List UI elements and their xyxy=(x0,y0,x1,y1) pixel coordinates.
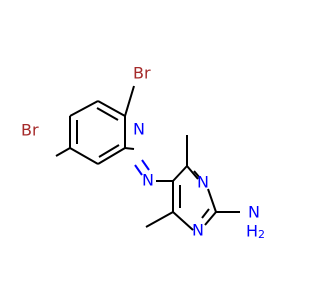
bond-c6-n-azo xyxy=(124,147,135,150)
bond-benzene-inner-1 xyxy=(96,107,119,121)
bond-n-n-azo-2 xyxy=(134,164,143,176)
molecule-canvas: Br Br N N N N N H 2 xyxy=(21,63,265,242)
atom-n-ring-upper: N xyxy=(197,173,209,192)
bond-c1-br-top xyxy=(124,85,135,117)
bond-n-n-azo-1 xyxy=(141,159,150,171)
bond-benzene-c1-c2 xyxy=(97,100,126,117)
bond-pyr-inner-3 xyxy=(201,208,210,219)
bond-pyr-c4-n3 xyxy=(186,165,199,180)
bond-methyl-lower xyxy=(145,211,174,228)
atom-nh2-h: H xyxy=(246,222,258,241)
atom-n-azo-lower: N xyxy=(142,171,154,190)
atom-n-ring-lower: N xyxy=(192,221,204,240)
atom-br-top: Br xyxy=(133,64,151,83)
atom-n-azo-upper: N xyxy=(133,120,145,139)
bond-pyr-n1-c6 xyxy=(172,211,194,231)
atom-nh2-n: N xyxy=(248,203,260,222)
bond-pyr-c2-n1 xyxy=(204,211,217,226)
bond-pyr-inner-2 xyxy=(193,170,201,179)
bond-benzene-c4-c5 xyxy=(69,147,99,165)
bond-benzene-c2-c3 xyxy=(69,100,99,117)
atom-nh2-subscript: 2 xyxy=(258,228,265,241)
bond-benzene-c5-c6 xyxy=(97,147,126,165)
molecule-structure: Br Br N N N N N H 2 xyxy=(21,64,265,242)
bond-c4-br-left xyxy=(55,147,71,157)
bond-pyr-c5-c4 xyxy=(172,165,188,182)
atom-br-left: Br xyxy=(21,121,39,140)
amino-group: N H 2 xyxy=(246,203,265,242)
bond-pyr-n3-c2 xyxy=(207,188,217,213)
bond-benzene-inner-3 xyxy=(98,144,120,158)
